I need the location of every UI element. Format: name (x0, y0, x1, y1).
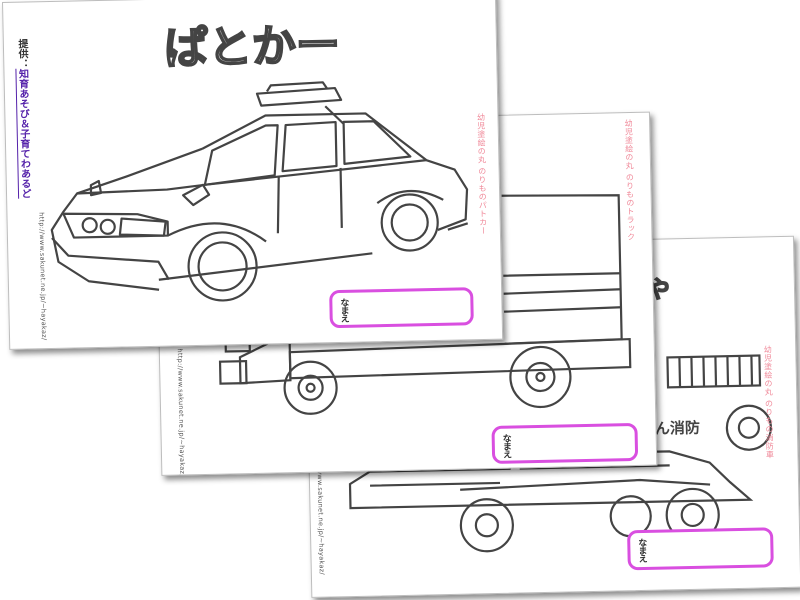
name-box: なまえ (491, 422, 639, 464)
truck-drawing (218, 194, 632, 415)
sheet-side-caption: 幼児塗絵の丸 のりもの消防車 (763, 345, 775, 459)
name-box: なまえ (329, 287, 474, 329)
sheet-title-graphic: ぱとかー (163, 19, 341, 76)
name-label: なまえ (636, 537, 647, 563)
truck-coloring-sheet: 幼児塗絵の丸 のりものトラック http://www.sakunet.ne.jp… (154, 111, 658, 476)
name-box: なまえ (627, 527, 774, 571)
name-label: なまえ (338, 297, 349, 323)
truck-side-label: ん消防 (654, 418, 701, 438)
police-car-coloring-sheet: ぱとかー 提供：知育あそび＆子育てわあるど http://www.sakunet… (2, 0, 504, 350)
name-label: なまえ (500, 433, 512, 458)
police-car-drawing (50, 81, 469, 302)
fire-truck-coloring-sheet: や ん消防 幼児塗絵の丸 のりもの消防車 幼児塗絵の丸 のりものトラック htt… (304, 235, 800, 598)
sheet-title: ぱとかー (163, 20, 340, 75)
